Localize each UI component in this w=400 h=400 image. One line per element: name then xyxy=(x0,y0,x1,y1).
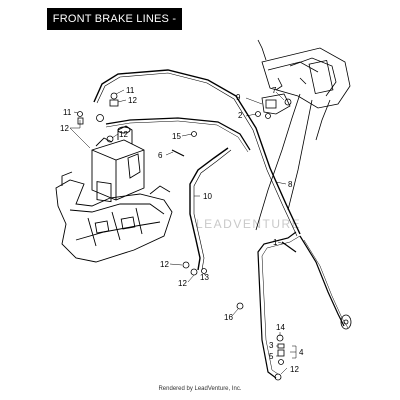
diagram-title: FRONT BRAKE LINES - ABS xyxy=(47,8,182,47)
callout-15: 15 xyxy=(172,132,181,141)
abs-module-part xyxy=(91,125,145,203)
callout-9: 9 xyxy=(236,93,241,102)
callout-10: 10 xyxy=(203,192,212,201)
caliper-bracket-part xyxy=(261,93,292,119)
frame-headstock-part xyxy=(255,39,351,231)
callout-12-upper: 12 xyxy=(128,96,137,105)
callout-12-hose-left: 12 xyxy=(160,260,169,269)
leader-lines xyxy=(69,89,297,375)
callout-14: 14 xyxy=(276,323,285,332)
callout-13: 13 xyxy=(200,273,209,282)
brake-line-upper xyxy=(105,117,251,153)
brake-line-8 xyxy=(93,69,301,237)
callout-5: 5 xyxy=(269,352,274,361)
footer-credit: Rendered by LeadVenture, Inc. xyxy=(158,386,242,392)
callout-12-left: 12 xyxy=(60,124,69,133)
callout-16: 16 xyxy=(224,313,233,322)
callout-11-left: 11 xyxy=(63,108,72,117)
watermark-text: LEADVENTURE xyxy=(196,217,301,231)
callout-8: 8 xyxy=(288,180,293,189)
callout-2: 2 xyxy=(238,111,243,120)
callout-12-bottom: 12 xyxy=(290,365,299,374)
callout-4: 4 xyxy=(299,348,304,357)
fitting-bolts xyxy=(77,92,297,381)
brake-line-lower-right xyxy=(257,231,349,379)
callout-6: 6 xyxy=(158,151,163,160)
callout-12-hose-bottom: 12 xyxy=(178,279,187,288)
brake-hose-10 xyxy=(189,147,232,271)
callout-3: 3 xyxy=(269,341,274,350)
caliper-fitting-part xyxy=(340,314,352,330)
callout-12-middle: 12 xyxy=(119,130,128,139)
callout-7: 7 xyxy=(272,86,277,95)
abs-mounting-tray-part xyxy=(55,171,173,263)
callout-11-upper: 11 xyxy=(126,86,135,95)
callout-1: 1 xyxy=(273,238,278,247)
